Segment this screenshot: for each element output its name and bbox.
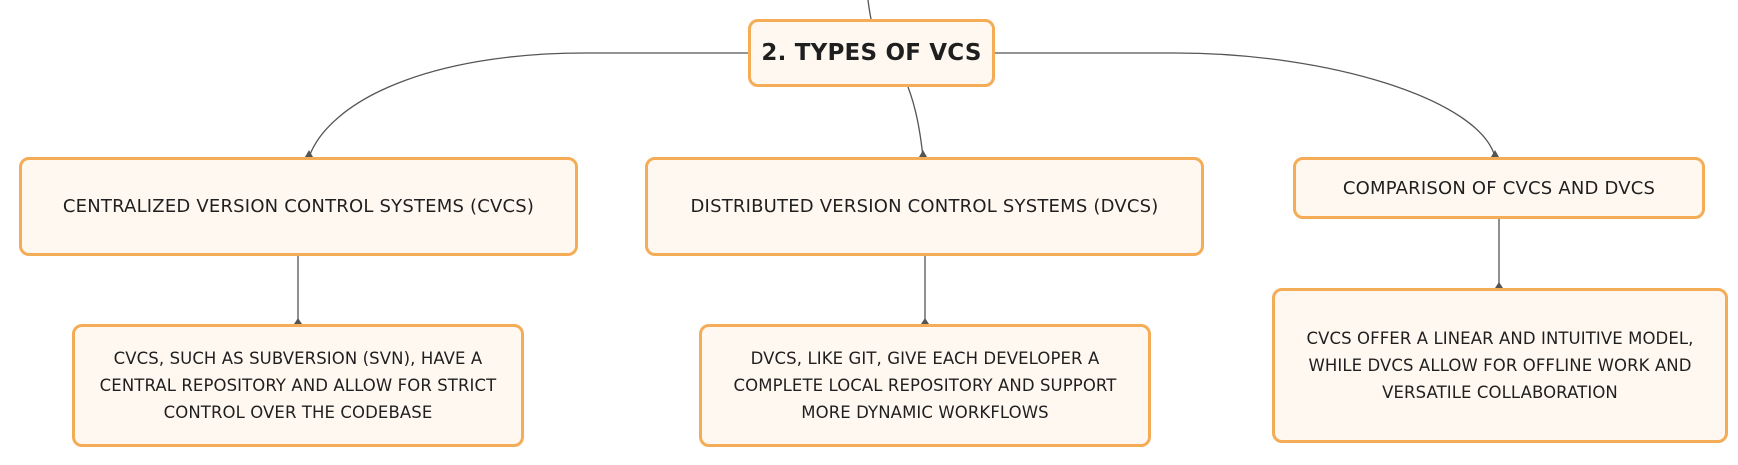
detail-node-comparison[interactable]: CVCS OFFER A LINEAR AND INTUITIVE MODEL,… bbox=[1272, 288, 1728, 443]
connector-root-to-distributed bbox=[907, 86, 924, 158]
topic-node-comparison[interactable]: COMPARISON OF CVCS AND DVCS bbox=[1293, 157, 1705, 219]
connector-parent-to-root bbox=[867, 0, 872, 20]
arrowhead-comparison bbox=[1491, 150, 1499, 157]
detail-node-centralized-vcs[interactable]: CVCS, SUCH AS SUBVERSION (SVN), HAVE A C… bbox=[72, 324, 524, 447]
root-node-types-of-vcs[interactable]: 2. TYPES OF VCS bbox=[748, 19, 995, 87]
topic-node-distributed-vcs[interactable]: DISTRIBUTED VERSION CONTROL SYSTEMS (DVC… bbox=[645, 157, 1204, 256]
connector-root-to-comparison bbox=[995, 52, 1496, 158]
topic-node-label: COMPARISON OF CVCS AND DVCS bbox=[1342, 177, 1656, 199]
arrowhead-centralized-detail bbox=[294, 318, 302, 324]
topic-node-label: DISTRIBUTED VERSION CONTROL SYSTEMS (DVC… bbox=[690, 196, 1159, 217]
arrowhead-centralized bbox=[305, 150, 313, 157]
connector-root-to-centralized bbox=[308, 52, 748, 158]
arrowhead-distributed-detail bbox=[921, 318, 929, 324]
root-node-label: 2. TYPES OF VCS bbox=[761, 40, 982, 66]
detail-node-text: CVCS, SUCH AS SUBVERSION (SVN), HAVE A C… bbox=[99, 349, 497, 422]
arrowhead-distributed bbox=[919, 150, 927, 157]
topic-node-label: CENTRALIZED VERSION CONTROL SYSTEMS (CVC… bbox=[62, 196, 535, 217]
detail-node-text: DVCS, LIKE GIT, GIVE EACH DEVELOPER A CO… bbox=[733, 349, 1117, 422]
topic-node-centralized-vcs[interactable]: CENTRALIZED VERSION CONTROL SYSTEMS (CVC… bbox=[19, 157, 578, 256]
arrowhead-comparison-detail bbox=[1495, 282, 1503, 288]
detail-node-distributed-vcs[interactable]: DVCS, LIKE GIT, GIVE EACH DEVELOPER A CO… bbox=[699, 324, 1151, 447]
detail-node-text: CVCS OFFER A LINEAR AND INTUITIVE MODEL,… bbox=[1306, 329, 1694, 402]
